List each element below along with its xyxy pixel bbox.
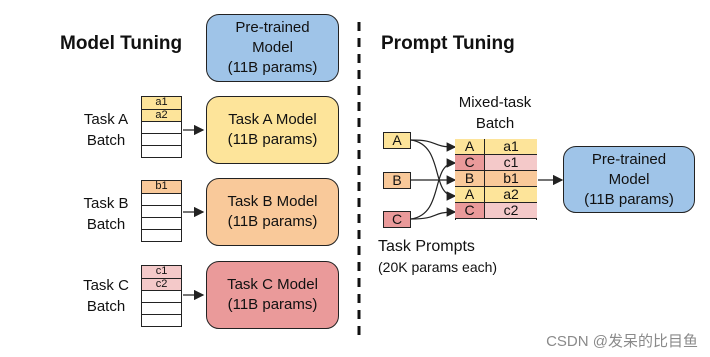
batch-row [142,205,181,217]
model-tuning-heading: Model Tuning [60,33,183,54]
batch-row [142,314,181,326]
mixed-row-tag: C [455,203,485,218]
pretrained-line2: Model [252,39,293,56]
batch-row [142,145,181,157]
task-c-model-line2: (11B params) [227,296,318,313]
task-c-label: Task C Batch [78,275,134,317]
batch-row: a1 [142,97,181,109]
batch-row: b1 [142,181,181,193]
curve-a-1 [410,139,457,152]
curve-c-2 [410,207,457,220]
mixed-batch-row: C c1 [455,155,537,171]
task-b-label: Task B Batch [78,193,134,235]
batch-row: c1 [142,266,181,278]
mixed-batch-title: Mixed-task Batch [440,92,550,134]
task-a-model-box: Task A Model (11B params) [206,96,339,164]
task-b-label-line2: Batch [86,216,126,233]
batch-row [142,302,181,314]
mixed-batch-row: C c2 [455,203,537,219]
task-prompts-label-line2: (20K params each) [378,259,498,275]
batch-row [142,121,181,133]
shared-pretrained-line2: Model [608,170,650,188]
task-prompts-label-line1: Task Prompts [378,238,475,255]
mixed-row-value: a1 [485,139,537,154]
task-prompt-c: C [383,211,411,228]
task-prompts-label: Task Prompts (20K params each) [378,236,497,278]
batch-row [142,229,181,241]
task-b-model-line2: (11B params) [227,213,318,230]
task-c-batch: c1 c2 [141,265,182,327]
task-c-model-line1: Task C Model [227,276,318,293]
task-a-model-line1: Task A Model [228,111,317,128]
task-a-batch: a1 a2 [141,96,182,158]
mixed-row-tag: A [455,139,485,154]
mixed-row-tag: B [455,171,485,186]
mixed-row-value: c1 [485,155,537,170]
task-a-model-line2: (11B params) [227,131,318,148]
task-b-model-line1: Task B Model [227,193,318,210]
batch-row: a2 [142,109,181,121]
batch-row [142,193,181,205]
batch-row [142,133,181,145]
curve-a-2 [410,139,457,201]
pretrained-line3: (11B params) [227,59,318,76]
pretrained-model-box: Pre-trained Model (11B params) [206,14,339,82]
mixed-batch-row: B b1 [455,171,537,187]
watermark-text: CSDN @发呆的比目鱼 [546,333,698,350]
shared-pretrained-line1: Pre-trained [591,150,667,168]
shared-pretrained-line3: (11B params) [584,190,674,208]
mixed-row-tag: A [455,187,485,202]
task-a-label-line2: Batch [86,132,126,149]
task-prompt-a: A [383,132,411,149]
batch-row [142,217,181,229]
task-c-model-box: Task C Model (11B params) [206,261,339,329]
task-c-label-line1: Task C [83,277,129,294]
task-a-label: Task A Batch [78,109,134,151]
curve-c-1 [410,158,457,220]
mixed-batch-row: A a1 [455,139,537,155]
task-b-batch: b1 [141,180,182,242]
mixed-batch-title-line2: Batch [475,115,515,132]
task-prompt-b: B [383,172,411,189]
mixed-row-tag: C [455,155,485,170]
pretrained-model-box-shared: Pre-trained Model (11B params) [563,146,695,213]
pretrained-line1: Pre-trained [235,19,310,36]
mixed-row-value: a2 [485,187,537,202]
task-b-label-line1: Task B [83,195,129,212]
task-b-model-box: Task B Model (11B params) [206,178,339,246]
mixed-row-value: b1 [485,171,537,186]
batch-row: c2 [142,278,181,290]
mixed-row-value: c2 [485,203,537,218]
prompt-tuning-heading: Prompt Tuning [381,33,515,54]
task-c-label-line2: Batch [86,298,126,315]
mixed-batch-title-line1: Mixed-task [458,94,532,111]
mixed-batch-row: A a2 [455,187,537,203]
task-a-label-line1: Task A [83,111,129,128]
batch-row [142,290,181,302]
